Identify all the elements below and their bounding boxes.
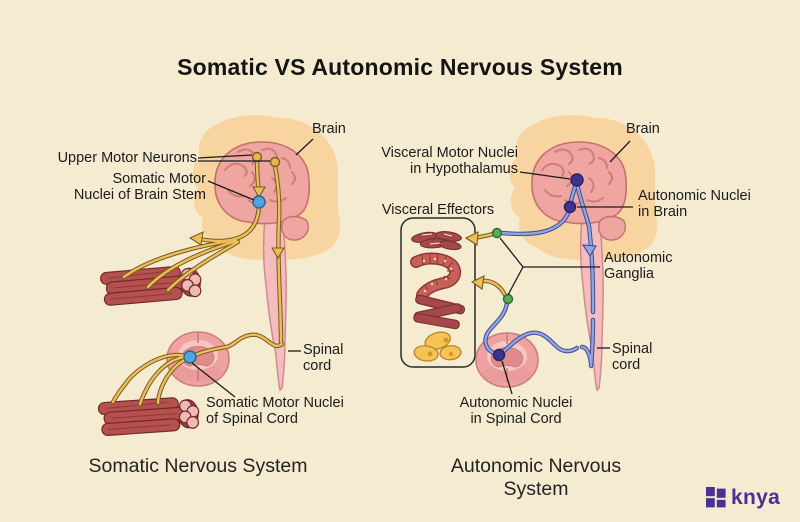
label-spinal-cord-right: Spinal cord xyxy=(612,341,653,373)
autonomic-spinal-nucleus-dot xyxy=(492,348,506,362)
label-autonomic-nuclei-brain: Autonomic Nuclei in Brain xyxy=(638,188,751,220)
somatic-nerve-fibers xyxy=(110,158,508,407)
label-upper-motor-neurons: Upper Motor Neurons xyxy=(57,150,197,166)
knya-logo-icon xyxy=(706,487,726,508)
glands-illustration xyxy=(413,331,462,362)
cardiac-muscle-illustration xyxy=(411,231,462,251)
hypothalamus-nucleus-dot xyxy=(570,173,584,187)
caption-autonomic: Autonomic Nervous System xyxy=(450,455,622,500)
upper-motor-neuron-dot-1 xyxy=(251,151,263,163)
muscle-strips-illustration xyxy=(413,294,466,330)
smooth-muscle-illustration xyxy=(410,252,462,301)
label-visceral-motor-nuclei: Visceral Motor Nuclei in Hypothalamus xyxy=(381,145,518,177)
somatic-brainstem-nucleus-dot xyxy=(252,195,266,209)
brand-logo: knya xyxy=(706,487,780,508)
autonomic-arrowhead xyxy=(581,244,597,258)
label-visceral-effectors: Visceral Effectors xyxy=(381,202,495,218)
label-spinal-cord-left: Spinal cord xyxy=(303,342,344,374)
label-autonomic-nuclei-spinal: Autonomic Nuclei in Spinal Cord xyxy=(459,395,573,427)
somatic-arrowheads xyxy=(188,186,485,290)
leader-lines xyxy=(191,138,633,398)
somatic-spinal-nucleus-dot xyxy=(183,350,197,364)
page-title: Somatic VS Autonomic Nervous System xyxy=(177,54,623,80)
label-somatic-motor-nuclei-brainstem: Somatic Motor Nuclei of Brain Stem xyxy=(73,171,206,203)
caption-somatic: Somatic Nervous System xyxy=(88,455,308,477)
autonomic-ganglion-dot-1 xyxy=(491,227,503,239)
label-brain-left: Brain xyxy=(312,121,346,137)
neuron-dots xyxy=(183,151,584,364)
label-autonomic-ganglia: Autonomic Ganglia xyxy=(604,250,673,282)
label-somatic-motor-nuclei-spinal: Somatic Motor Nuclei of Spinal Cord xyxy=(206,395,344,427)
label-brain-right: Brain xyxy=(626,121,660,137)
autonomic-brain-nucleus-dot xyxy=(563,200,577,214)
autonomic-ganglion-dot-2 xyxy=(502,293,514,305)
brand-logo-text: knya xyxy=(731,486,781,509)
visceral-effectors-box xyxy=(400,217,476,368)
upper-motor-neuron-dot-2 xyxy=(269,156,281,168)
